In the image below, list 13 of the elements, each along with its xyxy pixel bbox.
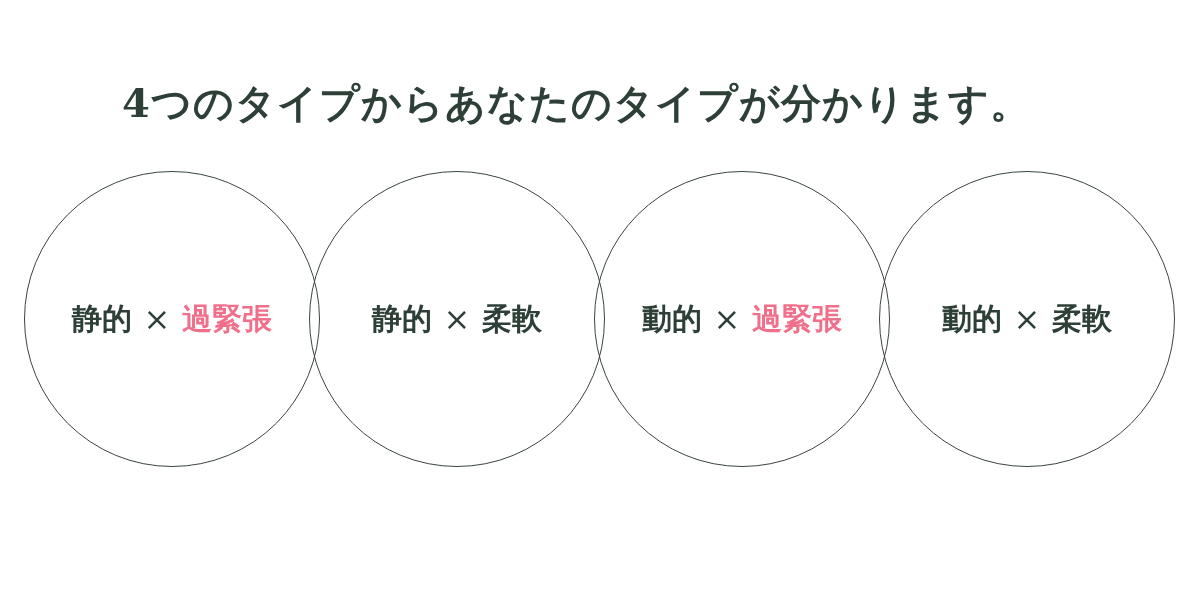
type-label: 動的: [941, 299, 1002, 338]
type-label: 過緊張: [182, 299, 273, 338]
type-label: 過緊張: [752, 299, 843, 338]
type-label: 静的: [71, 299, 132, 338]
title: 4つのタイプからあなたのタイプが分かります。: [122, 78, 1031, 128]
type-label: 柔軟: [482, 299, 543, 338]
type-label: 動的: [641, 299, 702, 338]
type-label: 柔軟: [1052, 299, 1113, 338]
multiply-sign: ×: [1013, 300, 1041, 338]
multiply-sign: ×: [143, 300, 171, 338]
multiply-sign: ×: [713, 300, 741, 338]
multiply-sign: ×: [443, 300, 471, 338]
type-label: 静的: [371, 299, 432, 338]
